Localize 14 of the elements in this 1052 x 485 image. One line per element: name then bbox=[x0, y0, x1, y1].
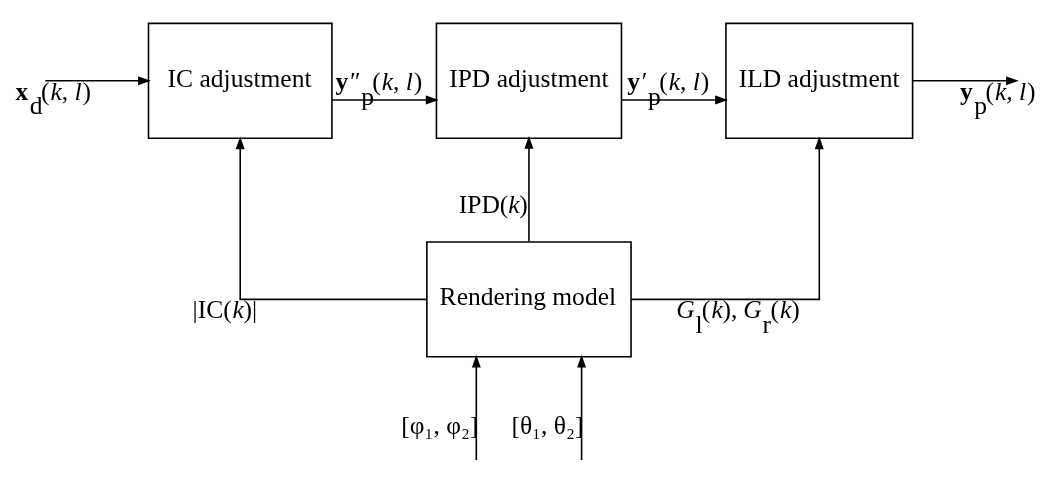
arrow bbox=[235, 136, 428, 301]
arrow bbox=[620, 95, 728, 105]
edge-label: IPD(k) bbox=[458, 190, 528, 220]
arrow bbox=[44, 76, 151, 86]
edge-label: [φ₁, φ₂] bbox=[401, 410, 479, 440]
arrow bbox=[331, 95, 439, 105]
arrow bbox=[912, 76, 1019, 86]
node-box: Rendering model bbox=[426, 241, 632, 358]
edge-label: |IC(k)| bbox=[192, 295, 258, 325]
arrow bbox=[630, 136, 824, 301]
node-box: ILD adjustment bbox=[725, 22, 914, 140]
node-box: IC adjustment bbox=[147, 22, 333, 140]
node-box: IPD adjustment bbox=[435, 22, 623, 140]
arrow bbox=[524, 135, 534, 243]
